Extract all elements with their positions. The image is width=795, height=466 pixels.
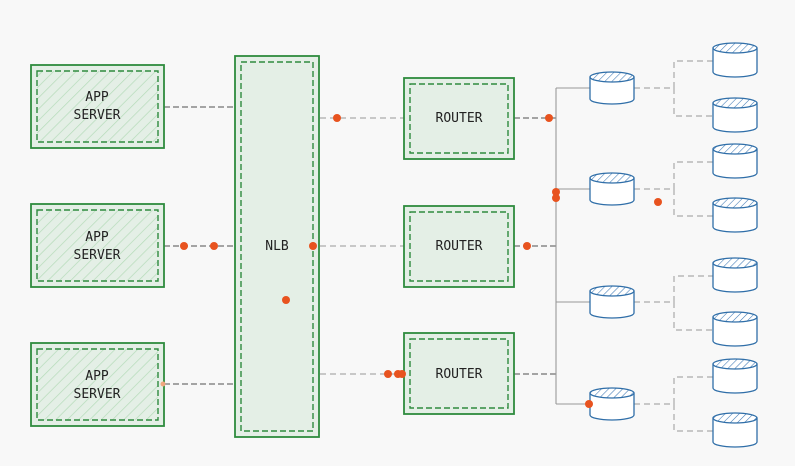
app-server-label-line2: SERVER (74, 108, 121, 123)
app-server-node[interactable]: APP SERVER (30, 64, 165, 149)
storage-replica-icon[interactable] (712, 143, 758, 179)
storage-primary-icon[interactable] (589, 387, 635, 421)
app-server-label-line2: SERVER (74, 387, 121, 402)
storage-replica-icon[interactable] (712, 311, 758, 347)
connector-storage1-replicas (634, 60, 713, 117)
storage-primary-icon[interactable] (589, 285, 635, 319)
packet-marker (545, 114, 553, 122)
router-node[interactable]: ROUTER (403, 205, 515, 288)
connector-storage4-replicas (634, 376, 713, 432)
storage-replica-icon[interactable] (712, 257, 758, 293)
packet-marker (523, 242, 531, 250)
app-server-node[interactable]: APP SERVER (30, 203, 165, 288)
router-label: ROUTER (436, 367, 483, 382)
packet-marker (180, 242, 188, 250)
router-spine-connectors (514, 117, 556, 375)
packet-marker (333, 114, 341, 122)
storage-replica-icon[interactable] (712, 42, 758, 78)
storage-primary-icon[interactable] (589, 71, 635, 105)
packet-marker (160, 381, 166, 387)
connector-storage3-replicas (634, 275, 713, 331)
router-label: ROUTER (436, 111, 483, 126)
packet-marker (552, 188, 560, 196)
storage-replica-icon[interactable] (712, 197, 758, 233)
app-server-label-line1: APP (85, 230, 109, 245)
packet-marker (552, 194, 560, 202)
nlb-label: NLB (265, 239, 289, 254)
storage-replica-icon[interactable] (712, 358, 758, 394)
packet-marker (585, 400, 593, 408)
distribution-spine (555, 87, 590, 405)
app-server-label-line2: SERVER (74, 248, 121, 263)
storage-replica-icon[interactable] (712, 97, 758, 133)
router-label: ROUTER (436, 239, 483, 254)
storage-replica-icon[interactable] (712, 412, 758, 448)
packet-marker (654, 198, 662, 206)
packet-marker (309, 242, 317, 250)
router-node[interactable]: ROUTER (403, 77, 515, 160)
app-server-label-line1: APP (85, 369, 109, 384)
nlb-router-connectors (320, 117, 404, 375)
storage-primary-icon[interactable] (589, 172, 635, 206)
router-node[interactable]: ROUTER (403, 332, 515, 415)
packet-marker (384, 370, 392, 378)
packet-marker (282, 296, 290, 304)
app-server-label-line1: APP (85, 90, 109, 105)
connector-storage2-replicas (634, 161, 713, 217)
app-nlb-connectors (164, 106, 235, 385)
packet-marker (210, 242, 218, 250)
nlb-node[interactable]: NLB (234, 55, 320, 438)
replica-connectors (634, 60, 713, 432)
packet-marker (398, 370, 406, 378)
app-server-node[interactable]: APP SERVER (30, 342, 165, 427)
